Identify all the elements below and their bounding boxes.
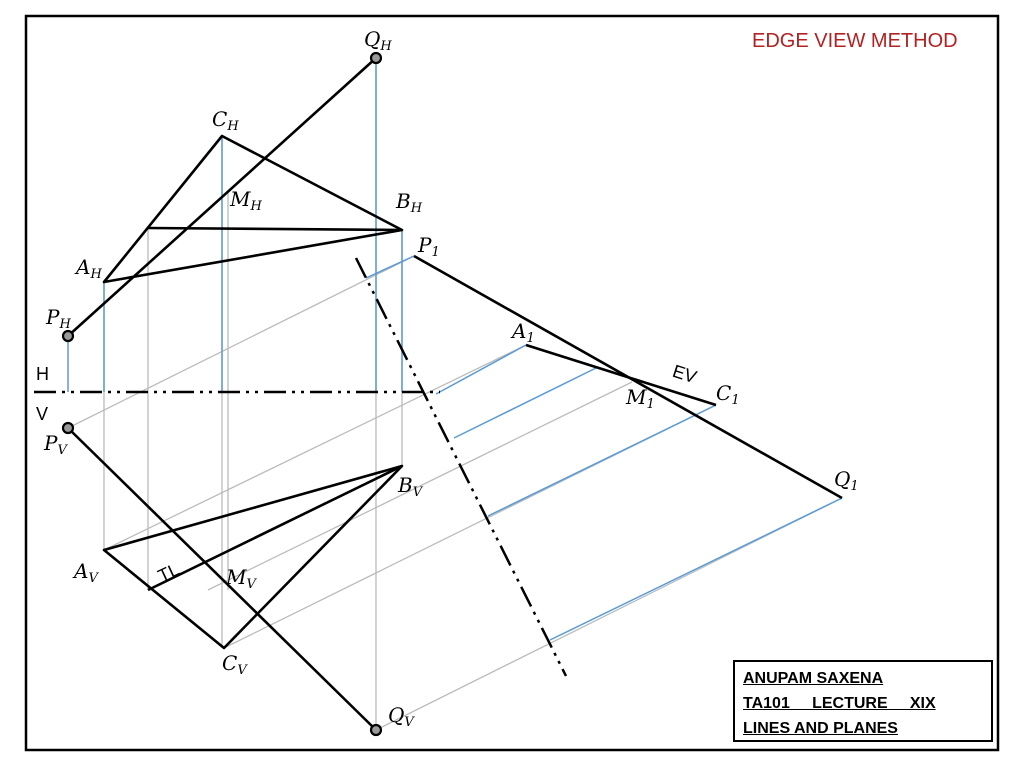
triangle-abc-top [102, 134, 404, 284]
label-q1: Q1 [834, 467, 859, 494]
label-qv: QV [388, 703, 415, 730]
label-cv: CV [222, 651, 248, 678]
label-v-plane: V [36, 404, 48, 424]
front-view [67, 427, 404, 731]
label-av: AV [72, 559, 99, 586]
point-pv [61, 421, 75, 435]
line-pq-front [67, 427, 377, 731]
label-mv: MV [225, 565, 257, 592]
label-true-length: TL [155, 559, 182, 586]
page-border [24, 14, 1000, 752]
point-qv [369, 723, 383, 737]
blue-projectors [67, 58, 843, 641]
label-a1: A1 [510, 319, 535, 346]
author-name: ANUPAM SAXENA [743, 670, 884, 687]
point-qh [369, 51, 383, 65]
label-bv: BV [397, 473, 424, 500]
label-qh: QH [364, 27, 392, 54]
top-view [67, 57, 404, 337]
true-length-line-front [147, 464, 403, 592]
label-p1: P1 [417, 233, 440, 260]
auxiliary-view [413, 254, 843, 500]
label-m1: M1 [625, 385, 655, 412]
label-pv: PV [43, 431, 68, 458]
triangle-abc-front [102, 464, 404, 650]
lecture-info: TA101 LECTURE XIX [743, 695, 936, 712]
label-bh: BH [395, 189, 423, 216]
credit-box: ANUPAM SAXENA TA101 LECTURE XIX LINES AN… [733, 660, 993, 742]
line-pq-top [67, 57, 377, 337]
lecture-topic: LINES AND PLANES [743, 720, 898, 737]
label-ch: CH [212, 107, 239, 134]
label-c1: C1 [716, 381, 740, 408]
page-title: EDGE VIEW METHOD [752, 30, 958, 52]
label-ah: AH [74, 255, 102, 282]
auxiliary-reference-line [354, 257, 568, 677]
point-ph [61, 329, 75, 343]
label-h-plane: H [36, 364, 49, 384]
label-mh: MH [229, 187, 262, 214]
label-edge-view: EV [670, 361, 699, 387]
label-ph: PH [45, 305, 71, 332]
horizontal-line-top [147, 226, 403, 232]
point-markers [61, 51, 383, 737]
edge-view-line [525, 343, 717, 407]
